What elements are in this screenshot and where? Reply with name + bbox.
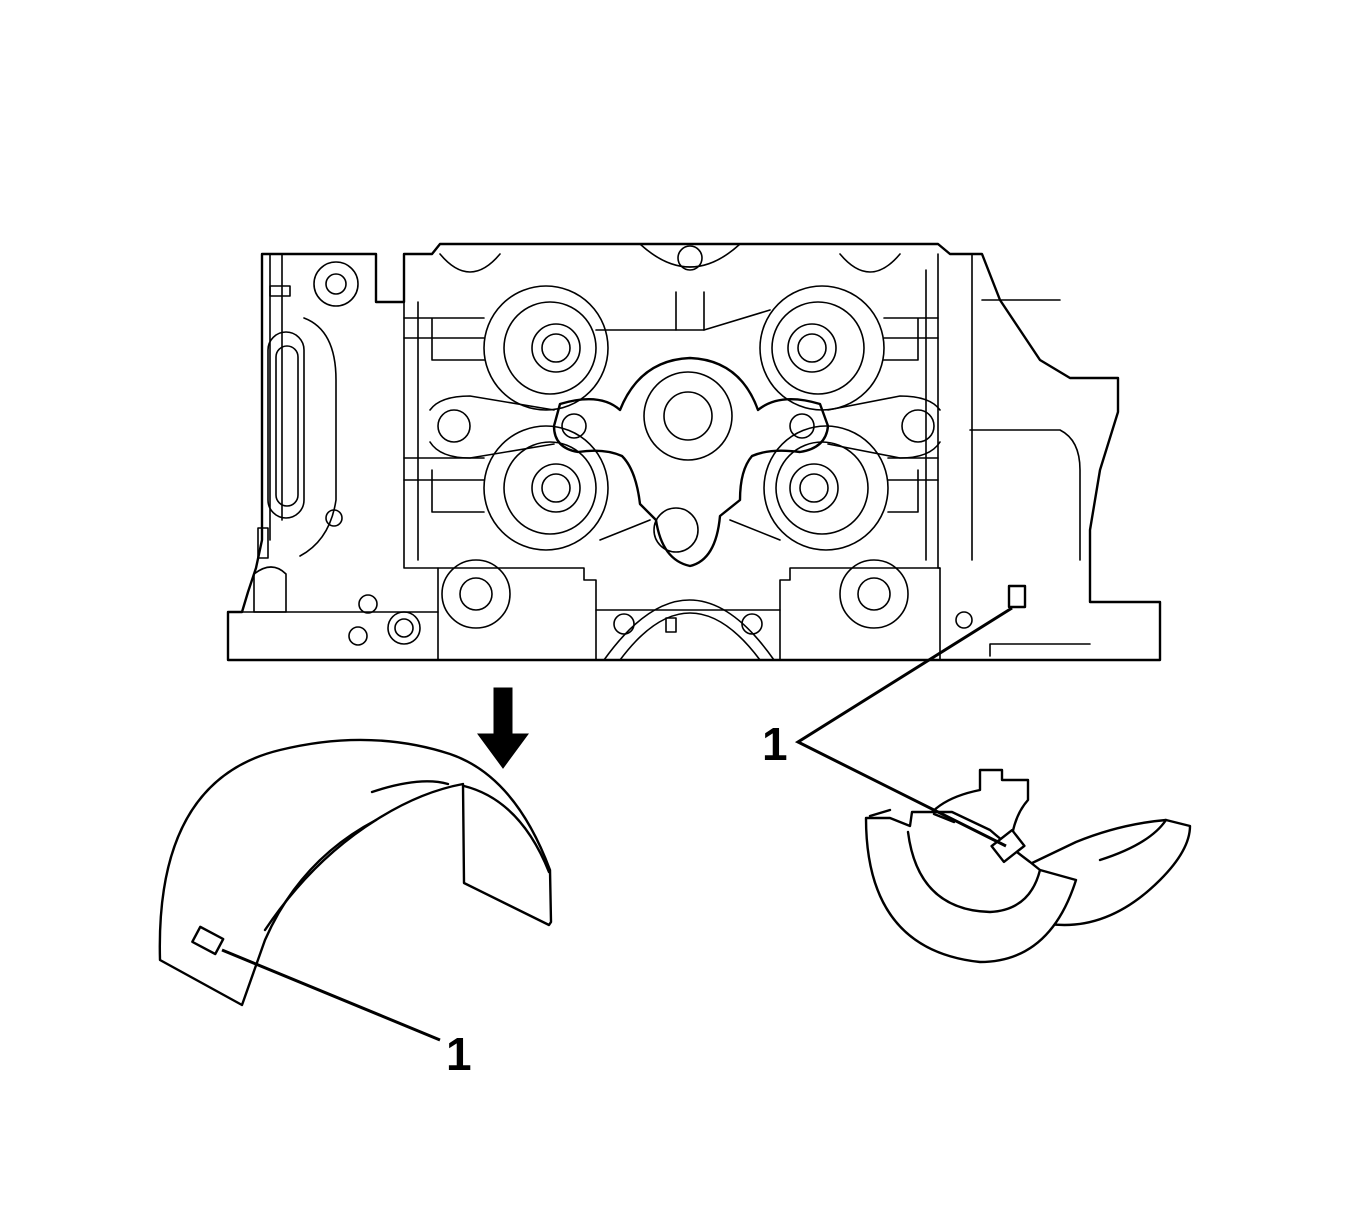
callout-lower-shell: 1	[221, 948, 472, 1080]
lower-shell-identification-mark	[191, 925, 225, 956]
block-identification-mark	[1007, 584, 1027, 609]
callout-block-upper: 1	[762, 606, 1013, 848]
upper-shell-identification-mark	[990, 828, 1026, 864]
engine-block	[226, 242, 1162, 662]
bearing-shell-upper	[864, 768, 1192, 964]
callout-number-lower: 1	[446, 1028, 472, 1080]
bearing-shell-lower	[158, 738, 553, 1007]
callout-number-upper: 1	[762, 718, 788, 770]
install-direction-arrow	[477, 687, 529, 769]
